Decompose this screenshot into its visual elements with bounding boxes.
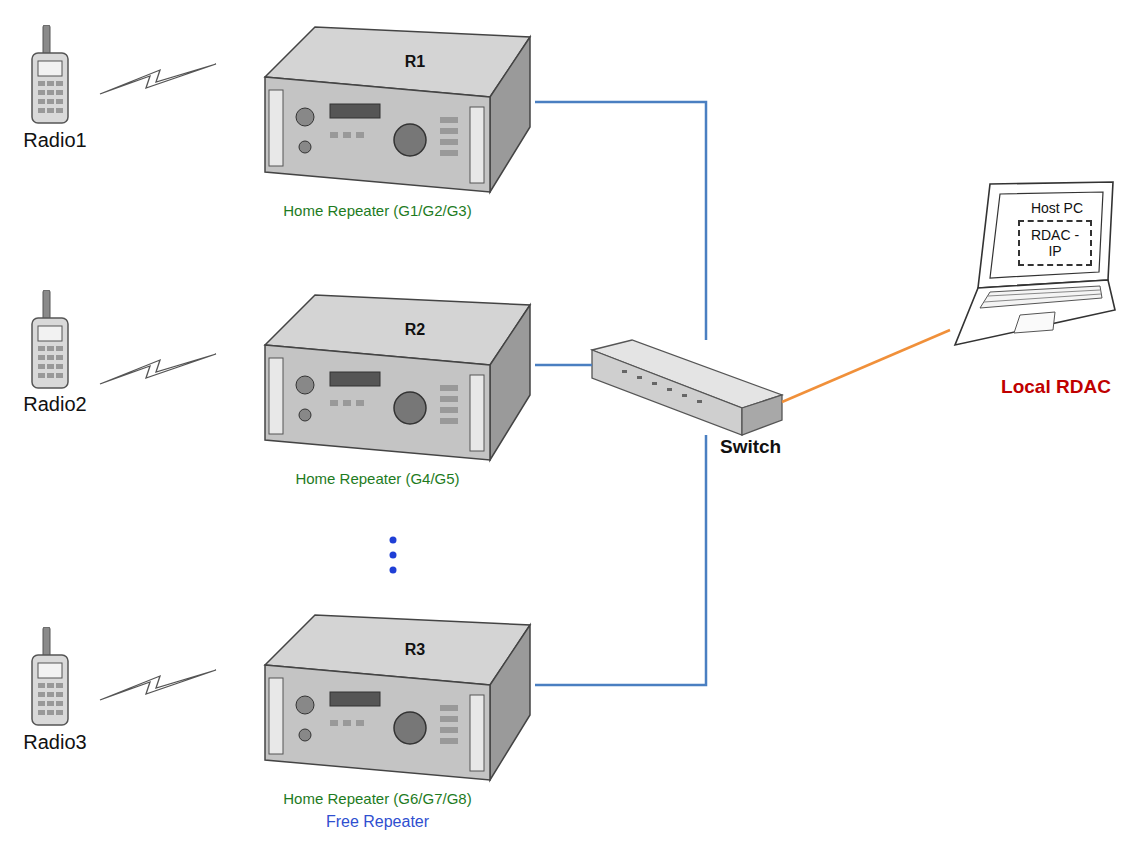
network-cable (535, 102, 706, 340)
radio: Radio3 (5, 627, 105, 757)
repeater: R3Home Repeater (G6/G7/G8)Free Repeater (255, 610, 535, 785)
node-label: R3 (385, 640, 445, 659)
switch: Switch (592, 340, 782, 435)
node-label: Radio1 (5, 128, 105, 152)
node-label: Local RDAC (998, 376, 1114, 399)
node-label: RDAC - IP (1024, 227, 1086, 259)
node-label: Host PC (1012, 200, 1102, 217)
radio: Radio1 (5, 25, 105, 155)
node-label: Home Repeater (G6/G7/G8) (255, 790, 500, 808)
node-label: Home Repeater (G4/G5) (255, 470, 500, 488)
node-label: Radio2 (5, 392, 105, 416)
network-cable (782, 330, 950, 402)
network-cable (535, 364, 592, 367)
software-box: RDAC - IP (1018, 220, 1092, 266)
network-cable (535, 435, 706, 685)
node-label: R1 (385, 52, 445, 71)
node-label: Radio3 (5, 730, 105, 754)
repeater: R2Home Repeater (G4/G5) (255, 290, 535, 465)
host-pc: Host PCLocal RDACRDAC - IP (950, 180, 1116, 350)
node-label: Home Repeater (G1/G2/G3) (255, 202, 500, 220)
repeater: R1Home Repeater (G1/G2/G3) (255, 22, 535, 197)
node-label: Switch (720, 436, 800, 459)
node-label: Free Repeater (255, 812, 500, 831)
node-label: R2 (385, 320, 445, 339)
radio: Radio2 (5, 290, 105, 420)
